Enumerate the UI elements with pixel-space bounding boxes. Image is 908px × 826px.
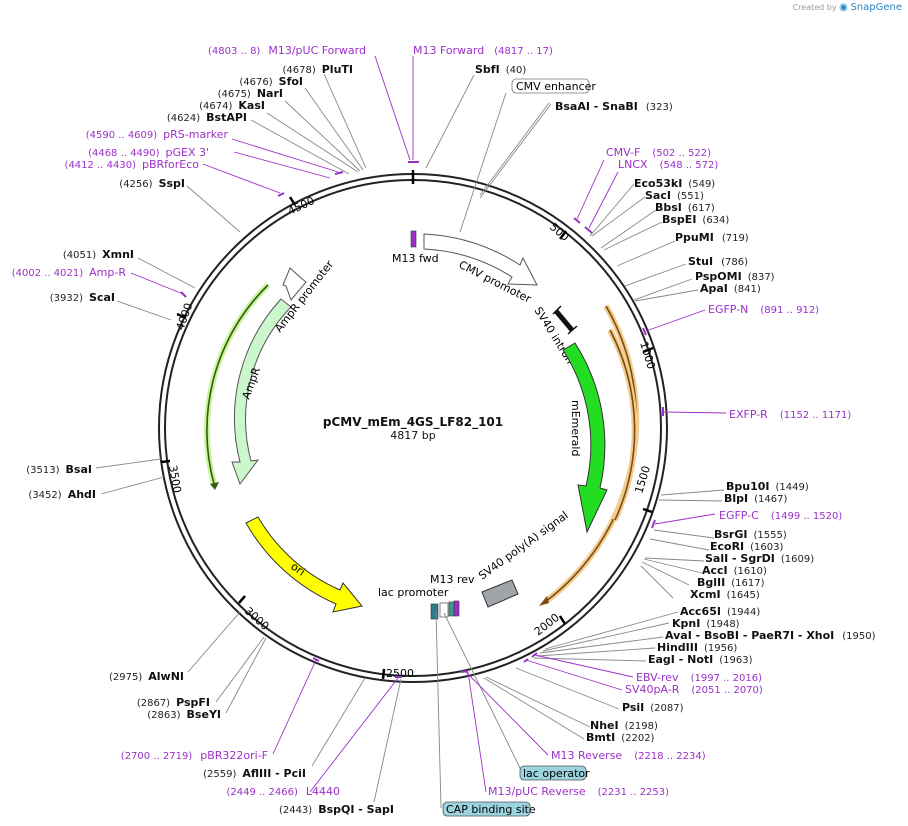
enzyme-labels: SbfI(40) (4678)PluTI (4676)SfoI (4675)Na… [26, 63, 875, 816]
feature-memerald: mEmerald [562, 342, 608, 534]
primer-label: (4002 .. 4021)Amp-R [12, 266, 127, 279]
feature-cmv-promoter: CMV promoter [423, 233, 538, 306]
tick-label: 1000 [637, 340, 658, 371]
enzyme-label: BmtI(2202) [586, 731, 655, 744]
tick-label: 1500 [632, 464, 653, 495]
enzyme-label: ApaI(841) [700, 282, 761, 295]
feature-label: mEmerald [569, 400, 582, 456]
feature-label: lac promoter [378, 586, 449, 599]
enzyme-label: (2975)AlwNI [109, 670, 184, 683]
enzyme-label: (2863)BseYI [147, 708, 221, 721]
enzyme-label: (4676)SfoI [239, 75, 303, 88]
enzyme-label: (4675)NarI [218, 87, 283, 100]
enzyme-label: (2443)BspQI - SapI [279, 803, 394, 816]
feature-lac-region: lac promoter M13 rev [378, 573, 475, 620]
enzyme-label: BbsI(617) [655, 201, 715, 214]
primer-label: LNCX(548 .. 572) [618, 158, 718, 171]
enzyme-label: (4674)KasI [199, 99, 265, 112]
primer-label: EGFP-C(1499 .. 1520) [719, 509, 842, 522]
amp-arc-outer [203, 282, 271, 490]
feature-label: SV40 poly(A) signal [476, 509, 571, 583]
svg-text:CMV enhancer: CMV enhancer [516, 80, 596, 93]
tick-label: 2500 [386, 667, 414, 680]
feature-ori: ori [245, 516, 363, 613]
enzyme-label: PspOMI(837) [695, 270, 775, 283]
cap-binding-site-label: CAP binding site [442, 801, 536, 817]
brand-text: SnapGene [850, 2, 902, 13]
enzyme-label: (4256)SspI [119, 177, 185, 190]
primer-label: (2449 .. 2466)L4440 [226, 785, 340, 798]
tick-label: 3500 [166, 464, 184, 494]
enzyme-label: (3513)BsaI [26, 463, 92, 476]
enzyme-label: PsiI(2087) [622, 701, 684, 714]
primer-leader-lines [130, 55, 727, 793]
primer-label: CMV-F(502 .. 522) [606, 146, 711, 159]
primer-label: (2700 .. 2719)pBR322ori-F [121, 749, 268, 762]
enzyme-label: NheI(2198) [590, 719, 658, 732]
enzyme-label: HindIII(1956) [657, 641, 737, 654]
enzyme-label: SbfI(40) [475, 63, 526, 76]
enzyme-label: KpnI(1948) [672, 617, 740, 630]
enzyme-label: EagI - NotI(1963) [648, 653, 753, 666]
enzyme-label: AccI(1610) [702, 564, 767, 577]
plasmid-name: pCMV_mEm_4GS_LF82_101 [323, 415, 503, 430]
primer-label: M13 Reverse(2218 .. 2234) [551, 749, 706, 762]
tick-label: 500 [547, 220, 571, 243]
primer-label: EBV-rev(1997 .. 2016) [636, 671, 762, 684]
primer-label: M13/pUC Reverse(2231 .. 2253) [488, 785, 669, 798]
feature-label: AmpR promoter [272, 258, 336, 335]
enzyme-label: BsrGI(1555) [714, 528, 787, 541]
plasmid-size: 4817 bp [390, 429, 435, 442]
snapgene-logo-icon: ◉ [839, 2, 848, 13]
primer-label: (4468 .. 4490)pGEX 3' [88, 146, 209, 159]
primer-label: (4412 .. 4430)pBRforEco [65, 158, 200, 171]
primer-label: (4803 .. 8)M13/pUC Forward [208, 44, 366, 57]
feature-label: M13 rev [430, 573, 475, 586]
enzyme-label: (3452)AhdI [28, 488, 96, 501]
enzyme-label: (4624)BstAPI [167, 111, 247, 124]
enzyme-label: BglII(1617) [697, 576, 765, 589]
cmv-enhancer-label: CMV enhancer [511, 78, 596, 94]
feature-label: M13 fwd [392, 252, 439, 265]
svg-text:CAP binding site: CAP binding site [446, 803, 536, 816]
enzyme-label: BspEI(634) [662, 213, 729, 226]
orf-arc-inner [607, 328, 638, 522]
enzyme-label: EcoRI(1603) [710, 540, 784, 553]
feature-ampr-promoter: AmpR promoter [272, 258, 336, 335]
enzyme-label: (2867)PspFI [137, 696, 210, 709]
enzyme-label: BsaAI - SnaBI(323) [555, 100, 673, 113]
enzyme-label: Eco53kI(549) [634, 177, 715, 190]
enzyme-label: Acc65I(1944) [680, 605, 760, 618]
primer-label: M13 Forward(4817 .. 17) [413, 44, 553, 57]
enzyme-label: AvaI - BsoBI - PaeR7I - XhoI(1950) [665, 629, 876, 642]
created-by-text: Created by [792, 3, 837, 12]
svg-text:lac operator: lac operator [523, 767, 590, 780]
leader-lines [95, 73, 725, 809]
enzyme-label: SalI - SgrDI(1609) [705, 552, 814, 565]
enzyme-label: Bpu10I(1449) [726, 480, 809, 493]
enzyme-label: StuI(786) [688, 255, 748, 268]
primer-label: (4590 .. 4609)pRS-marker [86, 128, 229, 141]
backbone [158, 170, 668, 683]
enzyme-label: XcmI(1645) [690, 588, 760, 601]
primer-label: EXFP-R(1152 .. 1171) [729, 408, 851, 421]
snapgene-watermark: Created by ◉ SnapGene [793, 2, 902, 13]
tick-label: 2000 [532, 611, 562, 638]
enzyme-label: PpuMI(719) [675, 231, 749, 244]
primer-marks [180, 161, 664, 678]
enzyme-label: (4051)XmnI [63, 248, 134, 261]
enzyme-label: BlpI(1467) [724, 492, 787, 505]
enzyme-label: (4678)PluTI [282, 63, 353, 76]
enzyme-label: (2559)AflIII - PciI [203, 767, 306, 780]
enzyme-label: SacI(551) [645, 189, 704, 202]
enzyme-label: (3932)ScaI [50, 291, 115, 304]
primer-label: SV40pA-R(2051 .. 2070) [625, 683, 763, 696]
primer-label: EGFP-N(891 .. 912) [708, 303, 819, 316]
primer-labels: (4803 .. 8)M13/pUC Forward M13 Forward(4… [12, 44, 852, 798]
feature-m13-fwd: M13 fwd [392, 230, 439, 265]
lac-operator-label: lac operator [519, 765, 590, 781]
